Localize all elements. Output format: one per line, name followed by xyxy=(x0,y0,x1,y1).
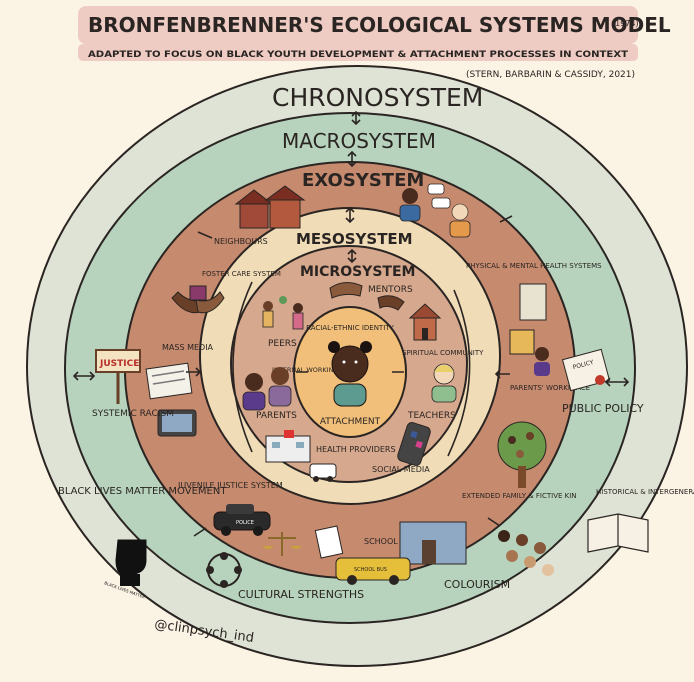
parents-icon xyxy=(242,367,292,411)
mass-media-label: MASS MEDIA xyxy=(162,343,214,352)
newspaper-tv-icon xyxy=(145,362,197,437)
school-system-label: SCHOOL SYSTEM xyxy=(364,537,432,546)
health-providers-label: HEALTH PROVIDERS xyxy=(316,445,396,454)
juvenile-justice-label: JUVENILE JUSTICE SYSTEM xyxy=(177,481,283,490)
foster-care-label: FOSTER CARE SYSTEM xyxy=(202,270,281,278)
racial-ethnic-identity-label: RACIAL-ETHNIC IDENTITY xyxy=(306,324,394,332)
peers-label: PEERS xyxy=(268,339,297,349)
title-year: (1974) xyxy=(612,19,639,28)
scales-icon xyxy=(262,532,302,556)
historical-trauma-label: HISTORICAL & INTERGENERATIONAL TRAUMA xyxy=(596,488,694,496)
skin-tone-dots-icon xyxy=(498,530,554,576)
school-bus-text: SCHOOL BUS xyxy=(354,567,387,573)
cultural-strengths-icon xyxy=(206,552,242,588)
police-car-icon: POLICE xyxy=(213,504,271,536)
blm-movement-label: BLACK LIVES MATTER MOVEMENT xyxy=(58,486,227,497)
spiritual-community-label: SPIRITUAL COMMUNITY xyxy=(402,349,484,357)
health-workers-icon xyxy=(399,183,471,238)
social-media-label: SOCIAL MEDIA xyxy=(372,465,430,474)
attachment-label: ATTACHMENT xyxy=(320,417,381,427)
justice-sign-icon: JUSTICE xyxy=(95,349,141,404)
page-title: BRONFENBRENNER'S ECOLOGICAL SYSTEMS MODE… xyxy=(88,13,671,37)
child-illustration xyxy=(328,341,372,407)
church-icon xyxy=(408,303,442,341)
foster-care-hands-icon xyxy=(171,285,225,314)
family-tree-icon xyxy=(497,421,547,488)
colourism-label: COLOURISM xyxy=(444,578,510,591)
policy-document-icon: POLICY xyxy=(561,348,611,392)
citation: (STERN, BARBARIN & CASSIDY, 2021) xyxy=(466,70,635,80)
mesosystem-curved-arrows xyxy=(232,281,471,457)
mesosystem-label: MESOSYSTEM xyxy=(296,230,413,248)
title-highlight xyxy=(78,6,638,44)
microsystem-label: MICROSYSTEM xyxy=(300,264,415,280)
chronosystem-label: CHRONOSYSTEM xyxy=(272,83,483,112)
teachers-label: TEACHERS xyxy=(407,411,456,421)
subtitle-highlight xyxy=(78,44,638,61)
horizontal-arrows xyxy=(72,215,630,537)
neighbours-label: NEIGHBOURS xyxy=(214,237,268,246)
macrosystem-label: MACROSYSTEM xyxy=(282,129,436,153)
systemic-racism-label: SYSTEMIC RACISM xyxy=(92,409,174,419)
school-icon: SCHOOL BUS xyxy=(314,521,467,585)
ring-arrows xyxy=(345,110,361,264)
teacher-icon xyxy=(431,363,457,403)
justice-sign-text: JUSTICE xyxy=(99,359,139,369)
health-systems-label: PHYSICAL & MENTAL HEALTH SYSTEMS xyxy=(466,262,602,270)
hospital-icon xyxy=(265,430,337,482)
extended-family-label: EXTENDED FAMILY & FICTIVE KIN xyxy=(462,492,577,500)
parents-label: PARENTS xyxy=(256,411,297,421)
phone-icon xyxy=(397,422,431,466)
exosystem-label: EXOSYSTEM xyxy=(302,170,424,191)
book-icon xyxy=(587,513,649,553)
workplace-buildings-icon xyxy=(509,283,550,376)
police-text: POLICE xyxy=(236,520,254,526)
houses-icon xyxy=(234,185,306,229)
cultural-strengths-label: CULTURAL STRENGTHS xyxy=(238,588,364,601)
mentors-hands-icon xyxy=(329,282,405,311)
peers-icon xyxy=(262,296,304,330)
page-subtitle: ADAPTED TO FOCUS ON BLACK YOUTH DEVELOPM… xyxy=(88,50,629,60)
internal-working-model-label: INTERNAL WORKING MODEL xyxy=(272,366,364,374)
mentors-label: MENTORS xyxy=(368,285,413,295)
parents-workplace-label: PARENTS' WORKPLACE xyxy=(510,384,590,392)
public-policy-label: PUBLIC POLICY xyxy=(562,402,644,415)
